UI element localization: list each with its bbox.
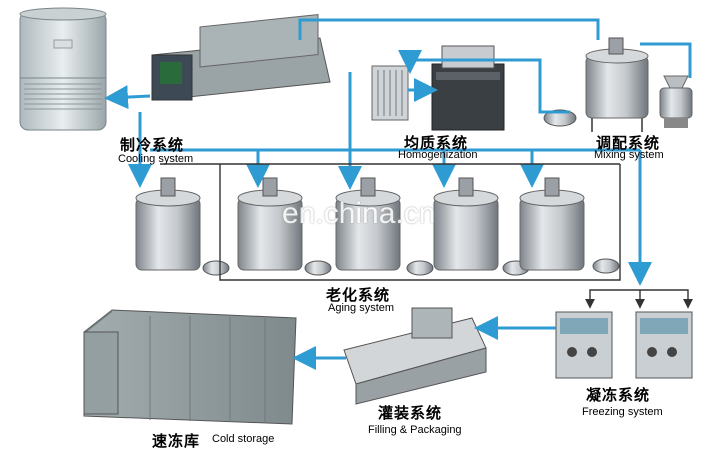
freezing-label-en: Freezing system bbox=[582, 406, 663, 418]
cooling-label-en: Cooling system bbox=[118, 153, 194, 165]
storage-label-zh: 速冻库 bbox=[152, 432, 201, 450]
flow-lines bbox=[104, 18, 692, 370]
homogenization-label-zh: 均质系统 bbox=[404, 134, 469, 152]
freezer-machine-icon bbox=[555, 311, 693, 379]
homogenization-label-en: Homogenization bbox=[398, 149, 478, 161]
pump-icon bbox=[543, 109, 577, 127]
aging-tank-icon bbox=[135, 177, 620, 276]
pipe-lines bbox=[160, 163, 693, 309]
plate-heat-exchanger-icon bbox=[371, 65, 409, 121]
aging-label-zh: 老化系统 bbox=[326, 286, 391, 304]
storage-label-en: Cold storage bbox=[212, 433, 275, 445]
filling-label-zh: 灌装系统 bbox=[378, 404, 443, 422]
cold-storage-icon bbox=[83, 309, 297, 425]
cooling-label-zh: 制冷系统 bbox=[120, 136, 185, 154]
freezing-label-zh: 凝冻系统 bbox=[586, 386, 651, 404]
chiller-tank-icon bbox=[151, 14, 331, 101]
mixing-tank-icon bbox=[585, 37, 649, 132]
aging-label-en: Aging system bbox=[328, 302, 395, 314]
filling-label-en: Filling & Packaging bbox=[368, 424, 462, 436]
mixing-label-en: Mixing system bbox=[594, 149, 664, 161]
mixing-label-zh: 调配系统 bbox=[596, 134, 661, 152]
filling-machine-icon bbox=[343, 307, 487, 405]
colloid-mill-icon bbox=[659, 75, 693, 128]
cooling-tower-icon bbox=[19, 7, 107, 131]
watermark: en.china.cn bbox=[282, 197, 436, 230]
